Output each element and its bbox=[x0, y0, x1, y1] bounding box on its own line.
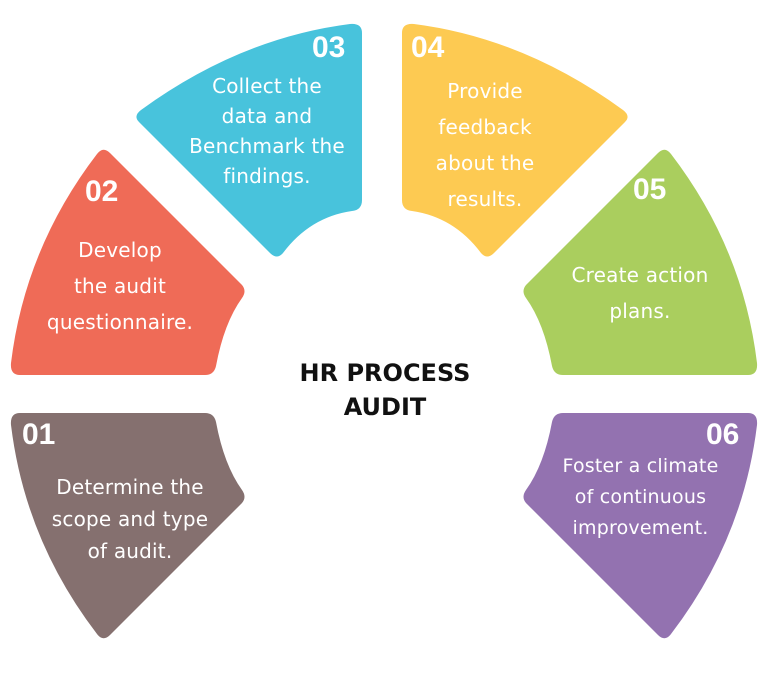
segment-06 bbox=[523, 413, 758, 639]
step-03-number: 03 bbox=[312, 31, 346, 64]
step-03-line: data and bbox=[221, 104, 313, 128]
step-04-line: Provide bbox=[447, 79, 523, 103]
step-02-line: the audit bbox=[73, 274, 166, 298]
step-01-text: Determine the scope and type of audit. bbox=[30, 469, 230, 569]
diagram-title: HR PROCESS AUDIT bbox=[260, 356, 510, 424]
step-03-line: Benchmark the bbox=[189, 134, 345, 158]
step-04-line: results. bbox=[447, 187, 523, 211]
step-05-number: 05 bbox=[633, 173, 667, 206]
title-line-2: AUDIT bbox=[343, 393, 427, 421]
step-04-text: Provide feedback about the results. bbox=[390, 73, 580, 217]
step-06-number: 06 bbox=[706, 418, 740, 451]
segment-01 bbox=[10, 413, 245, 639]
step-02-text: Develop the audit questionnaire. bbox=[20, 232, 220, 340]
segment-03 bbox=[136, 23, 362, 257]
step-05-line: plans. bbox=[609, 299, 671, 323]
step-06-line: Foster a climate bbox=[562, 455, 719, 477]
step-02-number: 02 bbox=[85, 175, 119, 208]
step-02-line: Develop bbox=[78, 238, 162, 262]
step-01-line: scope and type bbox=[51, 507, 209, 531]
segment-02 bbox=[10, 149, 245, 375]
step-03-line: Collect the bbox=[212, 74, 322, 98]
step-01-line: of audit. bbox=[87, 539, 173, 563]
title-line-1: HR PROCESS bbox=[299, 359, 471, 387]
step-06-line: improvement. bbox=[572, 517, 709, 539]
step-06-line: of continuous bbox=[574, 486, 707, 508]
segment-05 bbox=[523, 149, 758, 375]
step-01-number: 01 bbox=[22, 418, 56, 451]
step-03-text: Collect the data and Benchmark the findi… bbox=[172, 71, 362, 191]
segment-04 bbox=[402, 23, 628, 257]
step-04-number: 04 bbox=[411, 31, 445, 64]
step-05-line: Create action bbox=[571, 263, 709, 287]
step-04-line: feedback bbox=[438, 115, 532, 139]
step-05-text: Create action plans. bbox=[540, 257, 740, 329]
step-04-line: about the bbox=[435, 151, 535, 175]
step-01-line: Determine the bbox=[56, 475, 204, 499]
step-02-line: questionnaire. bbox=[46, 310, 194, 334]
step-06-text: Foster a climate of continuous improveme… bbox=[538, 451, 743, 544]
step-03-line: findings. bbox=[223, 164, 311, 188]
